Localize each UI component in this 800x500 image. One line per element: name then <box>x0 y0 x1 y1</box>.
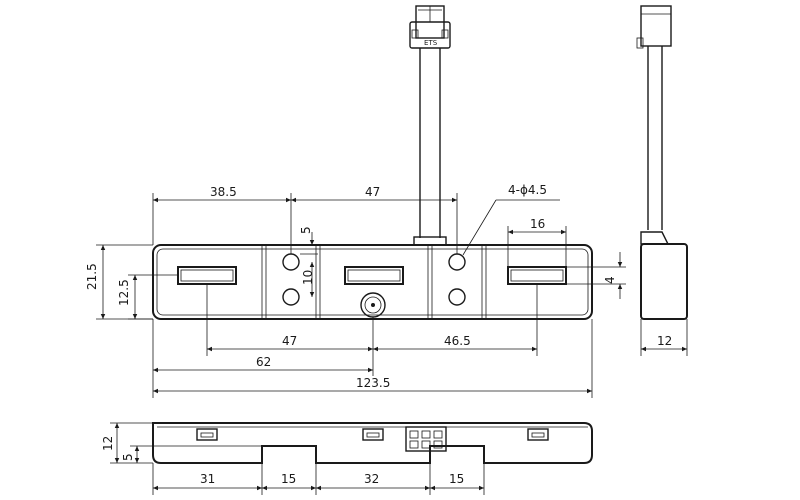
led-window-left <box>177 266 237 285</box>
center-boss <box>360 292 386 318</box>
dim-center-right: 46.5 <box>444 334 471 348</box>
bottom-view: 12 5 31 15 32 15 <box>101 422 593 495</box>
dim-bottom-seg1: 31 <box>200 472 215 486</box>
bottom-connector <box>405 426 447 452</box>
housing-outline <box>152 244 593 320</box>
dim-window-height: 4 <box>603 276 617 284</box>
mounting-hole <box>282 253 300 271</box>
connector-plug: ЕТS <box>409 5 451 49</box>
side-connector <box>636 5 672 49</box>
dim-left-to-hole: 38.5 <box>210 185 237 199</box>
cable-boss <box>413 236 447 246</box>
dim-hole-pitch: 10 <box>301 270 315 285</box>
connector-marking: ЕТS <box>424 39 438 47</box>
side-view: 12 <box>636 5 688 356</box>
led-window-center <box>344 266 404 285</box>
dim-window-width: 16 <box>530 217 545 231</box>
housing-inner-outline <box>156 248 589 316</box>
dim-bottom-step: 5 <box>121 453 135 461</box>
mounting-hole <box>282 288 300 306</box>
dim-bottom-seg3: 32 <box>364 472 379 486</box>
clip-slot <box>196 428 218 441</box>
mounting-hole <box>448 253 466 271</box>
dim-center-left: 47 <box>282 334 297 348</box>
front-view: ЕТS <box>85 5 626 398</box>
dim-bottom-seg2: 15 <box>281 472 296 486</box>
dim-hole-spacing: 47 <box>365 185 380 199</box>
bottom-outline <box>152 422 593 464</box>
dim-side-depth: 12 <box>657 334 672 348</box>
dim-overall-length: 123.5 <box>356 376 390 390</box>
dim-bottom-height: 12 <box>101 436 115 451</box>
hole-callout: 4-ϕ4.5 <box>508 183 547 197</box>
dim-left-to-center: 62 <box>256 355 271 369</box>
led-window-right <box>507 266 567 285</box>
dim-window-center: 12.5 <box>117 279 131 306</box>
dim-bottom-seg4: 15 <box>449 472 464 486</box>
cable <box>419 48 441 238</box>
clip-slot <box>362 428 384 441</box>
mounting-hole <box>448 288 466 306</box>
clip-slot <box>527 428 549 441</box>
dim-height: 21.5 <box>85 263 99 290</box>
side-housing <box>640 243 688 320</box>
dim-hole-offset: 5 <box>299 226 313 234</box>
